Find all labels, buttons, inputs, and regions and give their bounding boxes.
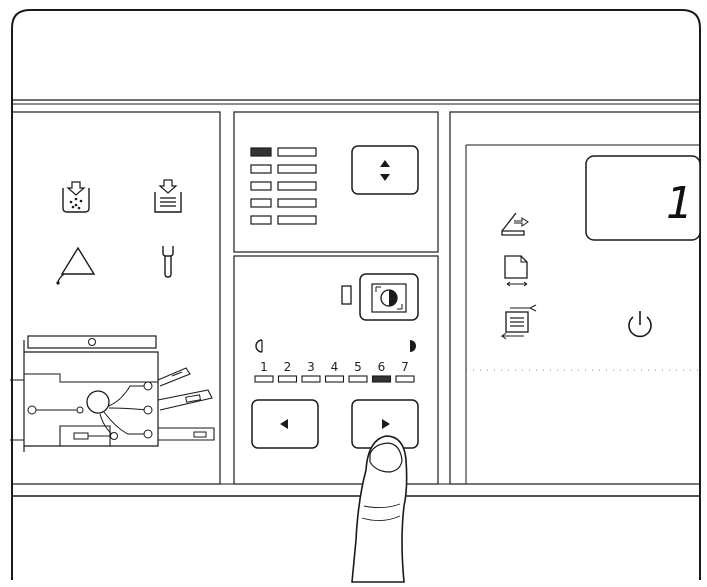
density-level-label: 1 [260,360,268,374]
exposure-icon [375,286,403,310]
density-level-label: 5 [354,360,362,374]
status-panel [10,111,221,485]
density-level-lamp [301,375,321,383]
darker-icon [410,340,416,352]
density-level-lamp [395,375,415,383]
copy-settings-panel: 1 [449,111,701,485]
panel-frame [11,9,701,580]
density-level-lamp [277,375,298,383]
density-level-label: 3 [307,360,315,374]
auto-exposure-button[interactable] [359,273,419,321]
density-level-lamp [254,375,274,383]
scanner-lid-icon [501,212,529,236]
tray-indicator-lamp [250,215,272,225]
paper-jam-warning-icon [56,246,96,285]
tray-indicator-label [277,181,317,191]
tray-indicator-label [277,147,317,157]
tray-indicator-lamp [250,198,272,208]
density-level-lamp [371,375,392,383]
lighter-button[interactable] [251,399,319,449]
tray-indicator-lamp [250,164,272,174]
arrow-right-icon [382,419,390,429]
auto-exposure-indicator [341,285,352,305]
copier-mimic-diagram [10,335,215,452]
tray-select-button[interactable] [351,145,419,195]
tray-indicator-label [277,164,317,174]
density-level-label: 4 [331,360,339,374]
tray-indicator-grid [250,147,317,225]
pressing-finger-illustration [351,435,408,583]
arrow-up-icon [380,160,390,167]
density-panel: 1 2 3 4 5 6 7 [233,255,439,485]
paper-tray-panel [233,111,439,253]
copy-count-value: 1 [666,178,693,229]
paper-size-icon [504,255,528,287]
arrow-left-icon [280,419,288,429]
density-level-label: 6 [378,360,386,374]
density-level-lamp [348,375,368,383]
tray-indicator-label [277,215,317,225]
density-scale: 1 2 3 4 5 6 7 [254,360,415,383]
feed-direction-icon [500,304,537,340]
power-icon[interactable] [628,311,652,338]
arrow-down-icon [380,174,390,181]
wrench-icon [162,246,174,278]
density-level-label: 2 [284,360,292,374]
density-level-lamp [324,375,345,383]
lighter-icon [255,339,263,353]
tray-indicator-lamp [250,147,272,157]
darker-button[interactable] [351,399,419,449]
copy-count-display: 1 [585,155,701,241]
paper-add-icon [154,179,182,213]
density-level-label: 7 [401,360,409,374]
toner-add-icon [62,181,90,213]
tray-indicator-label [277,198,317,208]
tray-indicator-lamp [250,181,272,191]
